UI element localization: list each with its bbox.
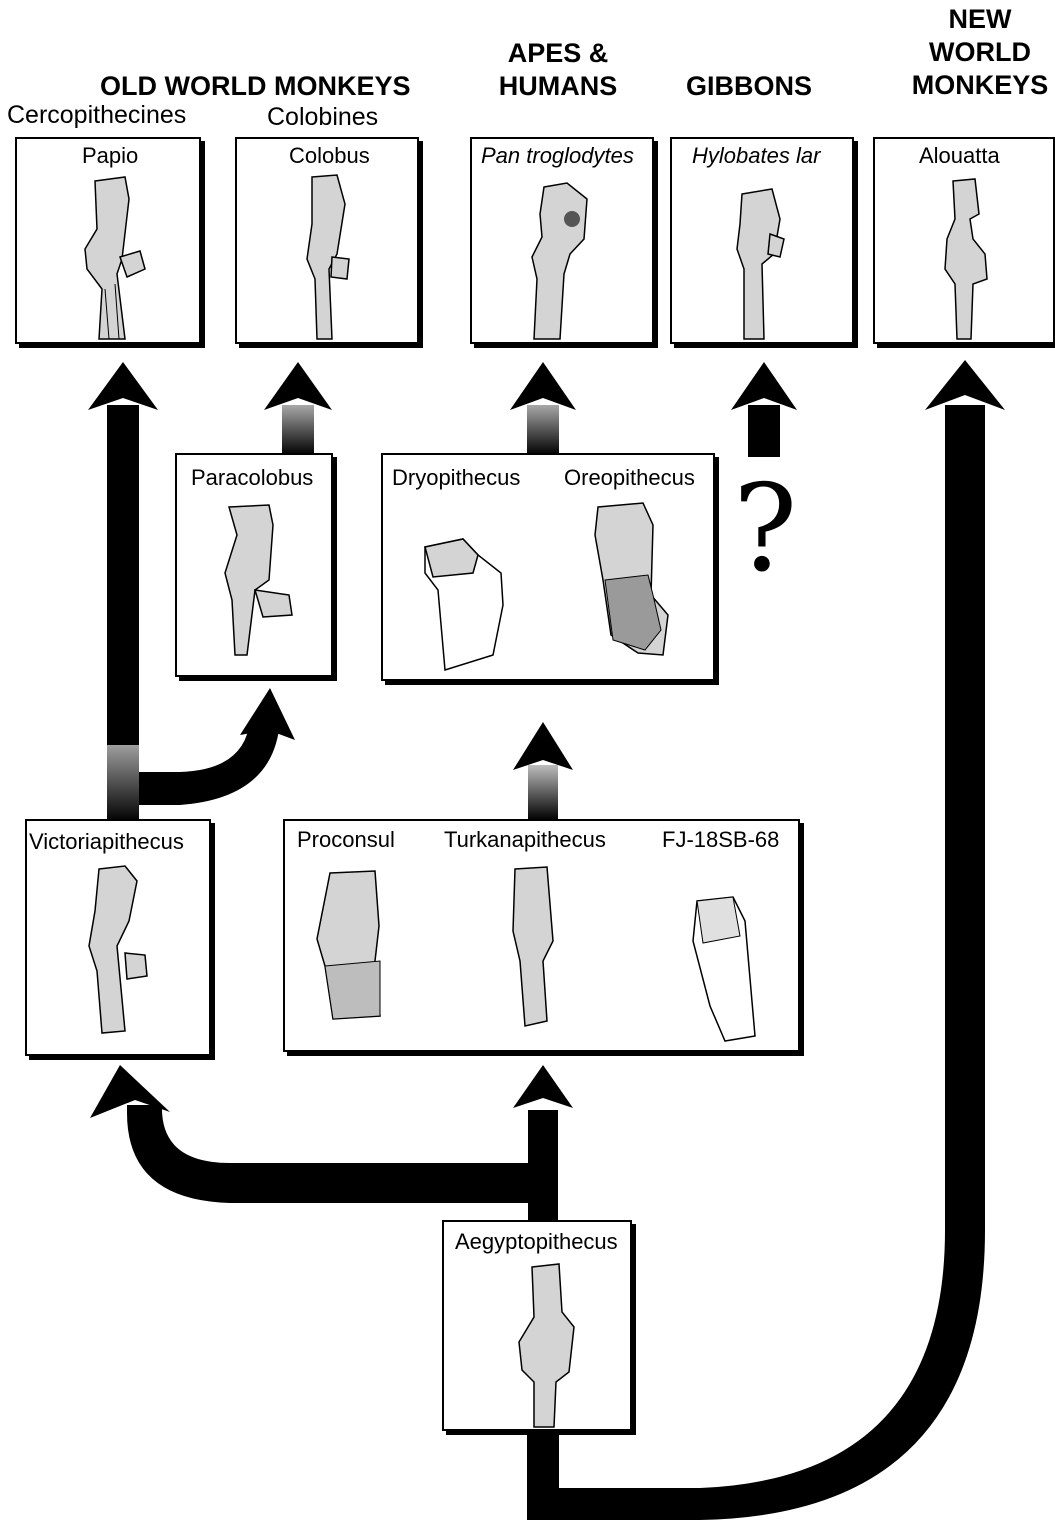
- specimen-box-paracolobus: Paracolobus: [175, 453, 333, 677]
- bone-drawing-aegyptopithecus: [518, 1263, 575, 1428]
- specimen-box-victoriapithecus: Victoriapithecus: [25, 819, 211, 1056]
- taxon-label-pan: Pan troglodytes: [481, 143, 634, 168]
- specimen-box-colobus: Colobus: [235, 137, 419, 344]
- taxon-label-paracolobus: Paracolobus: [191, 465, 314, 490]
- proconsul-arrowhead: [513, 1065, 573, 1108]
- taxon-label-turkanapithecus: Turkanapithecus: [444, 827, 606, 852]
- header-old-world-monkeys: OLD WORLD MONKEYS: [100, 71, 411, 101]
- taxon-label-colobus: Colobus: [289, 143, 370, 168]
- header-new-world-line2: WORLD: [929, 37, 1031, 67]
- bone-drawing-colobus: [306, 174, 350, 340]
- pan-stem: [527, 405, 559, 455]
- colobine-lineage: [139, 720, 280, 805]
- taxon-label-fj-18sb-68: FJ-18SB-68: [662, 827, 780, 852]
- header-new-world-line1: NEW: [948, 4, 1012, 34]
- new-world-lineage: [559, 405, 985, 1520]
- header-apes-humans: APES & HUMANS: [478, 37, 638, 103]
- bone-drawing-paracolobus: [224, 504, 293, 656]
- taxon-label-dryopithecus: Dryopithecus: [392, 465, 521, 490]
- colobus-stem: [282, 405, 314, 455]
- gibbon-arrowhead: [731, 362, 797, 410]
- header-apes-humans-line2: HUMANS: [498, 71, 618, 101]
- new-world-arrowhead: [925, 360, 1005, 410]
- uncertain-gibbon-ancestry: ?: [733, 460, 798, 599]
- taxon-label-aegyptopithecus: Aegyptopithecus: [455, 1229, 618, 1254]
- hominoid-stem: [528, 765, 558, 820]
- paracolobus-arrowhead: [240, 688, 295, 740]
- specimen-box-alouatta: Alouatta: [873, 137, 1055, 344]
- subgroup-cercopithecines: Cercopithecines: [7, 101, 187, 129]
- pan-arrowhead: [510, 362, 576, 410]
- specimen-box-proconsul-group: Proconsul Turkanapithecus FJ-18SB-68: [283, 819, 800, 1052]
- taxon-label-proconsul: Proconsul: [297, 827, 395, 852]
- trunk-base: [527, 1425, 559, 1520]
- cercopithecine-lineage: [107, 405, 139, 745]
- specimen-box-aegyptopithecus: Aegyptopithecus: [442, 1220, 632, 1431]
- header-gibbons: GIBBONS: [686, 71, 813, 101]
- header-apes-humans-line1: APES &: [507, 38, 609, 68]
- bone-drawing-papio: [84, 176, 146, 340]
- bone-drawing-victoriapithecus: [88, 865, 148, 1034]
- taxon-label-alouatta: Alouatta: [919, 143, 1000, 168]
- bone-drawing-alouatta: [944, 178, 988, 340]
- bone-drawing-hylobates: [736, 188, 785, 340]
- victoria-lineage: [127, 1105, 528, 1203]
- bone-drawings-proconsul-group: [316, 866, 756, 1042]
- bone-drawings-dryo-oreo: [424, 502, 669, 671]
- subgroup-colobines: Colobines: [267, 103, 379, 131]
- specimen-box-papio: Papio: [15, 137, 201, 344]
- victoria-stem: [107, 740, 139, 822]
- bone-drawing-pan: [531, 182, 588, 340]
- specimen-box-pan: Pan troglodytes: [470, 137, 654, 344]
- victoria-arrowhead: [90, 1065, 170, 1118]
- taxon-label-hylobates: Hylobates lar: [692, 143, 821, 168]
- dryo-arrowhead: [513, 722, 573, 770]
- specimen-box-hylobates: Hylobates lar: [670, 137, 854, 344]
- taxon-label-papio: Papio: [82, 143, 139, 168]
- papio-arrowhead: [88, 362, 158, 410]
- taxon-label-oreopithecus: Oreopithecus: [564, 465, 695, 490]
- taxon-label-victoriapithecus: Victoriapithecus: [29, 829, 184, 854]
- specimen-box-dryo-oreo: Dryopithecus Oreopithecus: [381, 453, 715, 681]
- colobus-arrowhead: [264, 362, 332, 410]
- gibbon-stem: [748, 405, 780, 457]
- header-new-world-monkeys: NEW WORLD MONKEYS: [905, 3, 1055, 102]
- header-new-world-line3: MONKEYS: [911, 70, 1049, 100]
- trunk-upper: [528, 1110, 558, 1222]
